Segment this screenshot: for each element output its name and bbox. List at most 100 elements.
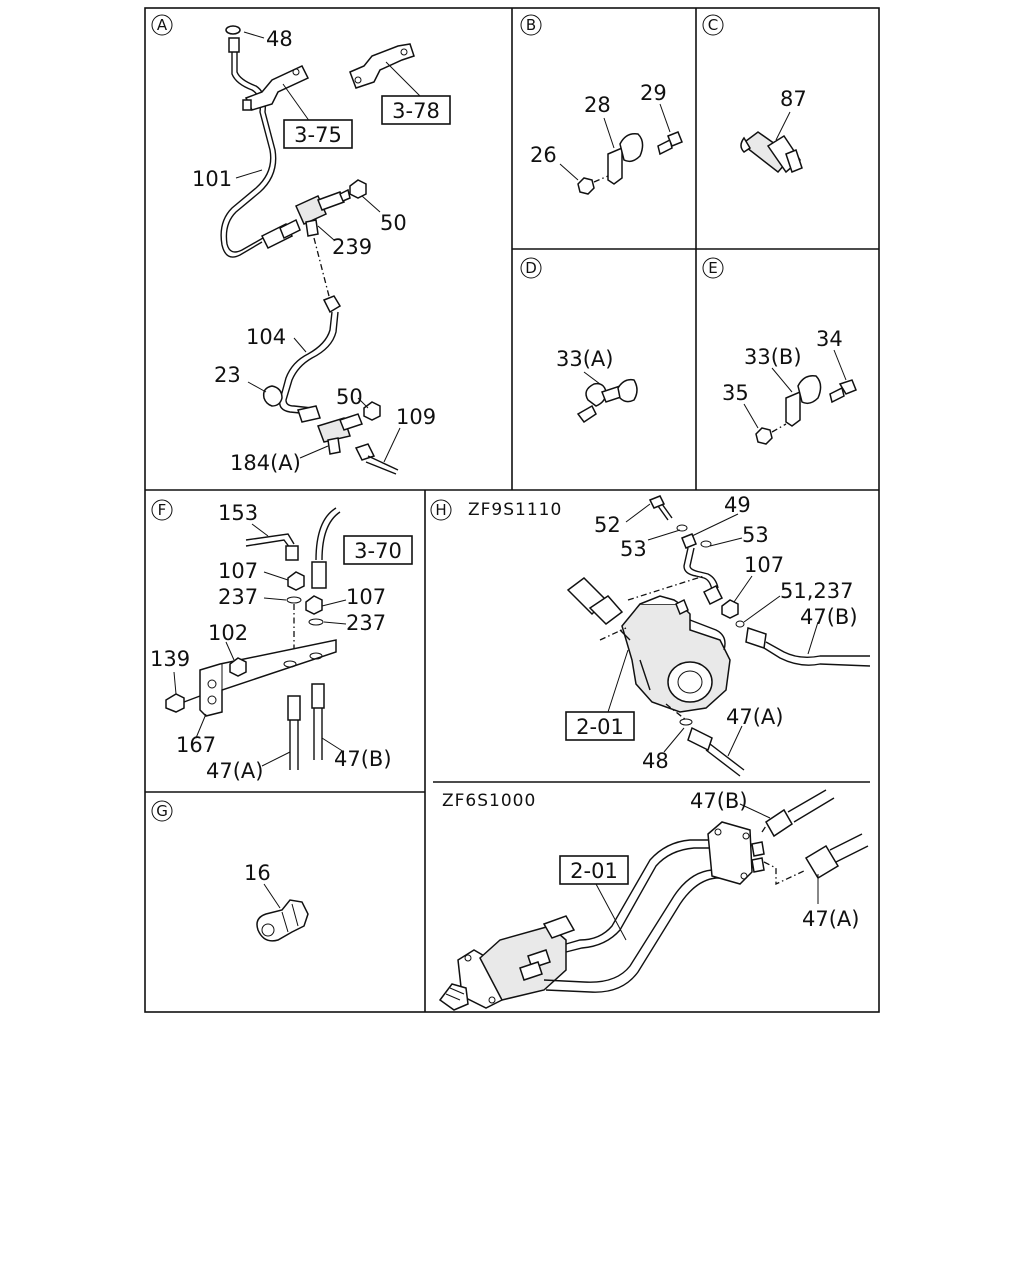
label-107-right: 107	[346, 585, 386, 609]
svg-text:H: H	[435, 501, 446, 519]
label-153: 153	[218, 501, 258, 525]
panel-e: E 33(B) 34 35	[702, 257, 857, 445]
label-87: 87	[780, 87, 807, 111]
label-48: 48	[266, 27, 293, 51]
pipe-49	[683, 547, 713, 591]
ref-box-2-01-lower	[559, 855, 629, 885]
svg-text:D: D	[525, 259, 537, 277]
panel-letter-a: A	[151, 14, 173, 36]
panel-h: H ZF9S1110	[430, 493, 871, 777]
label-47a-lower: 47(A)	[802, 907, 859, 931]
cable-47a-fitting	[687, 726, 713, 752]
bolt-52	[648, 495, 666, 509]
cable-47b-fitting	[311, 683, 325, 709]
diagram-frame	[144, 7, 880, 1013]
label-33b: 33(B)	[744, 345, 802, 369]
label-239: 239	[332, 235, 372, 259]
hose-3-70	[315, 507, 337, 561]
bracket-33b	[785, 390, 801, 427]
nut-107	[721, 599, 739, 619]
ref-3-78: 3-78	[392, 99, 440, 123]
label-107-left: 107	[218, 559, 258, 583]
svg-text:A: A	[157, 16, 168, 34]
svg-text:F: F	[158, 501, 167, 519]
manifold-block	[707, 821, 753, 885]
nut-50-upper	[349, 179, 367, 199]
pipe-49-end	[681, 533, 697, 549]
label-29: 29	[640, 81, 667, 105]
panel-c: C 87	[702, 14, 807, 174]
bolt-29	[667, 131, 683, 147]
label-26: 26	[530, 143, 557, 167]
actuator-cylinder	[479, 925, 567, 1001]
panel-letter-d: D	[520, 257, 542, 279]
fitting-top	[228, 37, 240, 53]
model-code-zf6s1000: ZF6S1000	[442, 791, 536, 811]
label-48: 48	[642, 749, 669, 773]
panel-letter-g: G	[151, 800, 173, 822]
panel-g: G 16	[151, 800, 309, 942]
svg-text:E: E	[708, 259, 717, 277]
cable-47a	[705, 743, 745, 777]
label-47b: 47(B)	[800, 605, 858, 629]
ref-box-3-75	[283, 119, 353, 149]
ref-2-01-lower: 2-01	[570, 859, 618, 883]
label-102: 102	[208, 621, 248, 645]
cable-47b	[313, 708, 323, 760]
cable-47a-fitting	[287, 695, 301, 721]
ref-3-75: 3-75	[294, 123, 342, 147]
svg-text:G: G	[156, 802, 168, 820]
washer-48	[225, 25, 241, 35]
label-49: 49	[724, 493, 751, 517]
clamp-33b	[797, 374, 822, 405]
washer-48-h	[679, 718, 693, 726]
washer-237-left	[286, 596, 302, 604]
label-109: 109	[396, 405, 436, 429]
panel-f: F	[150, 499, 413, 783]
nut-50-lower	[363, 401, 381, 421]
svg-text:B: B	[526, 16, 536, 34]
panel-letter-h: H	[430, 499, 452, 521]
nut-107-left	[287, 571, 305, 591]
hose-47b	[763, 641, 871, 667]
model-code-zf9s1110: ZF9S1110	[468, 500, 562, 520]
valve-cap	[667, 661, 713, 703]
label-47a: 47(A)	[206, 759, 263, 783]
bracket-3-78	[349, 43, 415, 89]
label-50-upper: 50	[380, 211, 407, 235]
washer-237-right	[308, 618, 324, 626]
label-101: 101	[192, 167, 232, 191]
cable-47a	[289, 720, 299, 770]
label-23: 23	[214, 363, 241, 387]
label-237-right: 237	[346, 611, 386, 635]
label-107: 107	[744, 553, 784, 577]
hose-47b-fitting-lower	[765, 808, 793, 838]
bolt-34	[838, 379, 857, 395]
label-52: 52	[594, 513, 621, 537]
label-184a: 184(A)	[230, 451, 301, 475]
hose-47a-fitting-lower	[804, 844, 840, 880]
hose-47b-lower	[787, 789, 835, 823]
panel-letter-e: E	[702, 257, 724, 279]
clip-16	[256, 899, 309, 942]
nut-102	[229, 657, 247, 677]
nut-35	[755, 427, 773, 445]
washer-53-a	[676, 524, 688, 532]
panel-letter-f: F	[151, 499, 173, 521]
panel-letter-c: C	[702, 14, 724, 36]
bolt-139	[165, 693, 185, 713]
ref-box-3-78	[381, 95, 451, 125]
label-33a: 33(A)	[556, 347, 613, 371]
label-47a: 47(A)	[726, 705, 783, 729]
label-53-a: 53	[620, 537, 647, 561]
pipe-101	[220, 52, 272, 258]
panel-d: D 33(A)	[520, 257, 638, 424]
label-167: 167	[176, 733, 216, 757]
pipe-153	[245, 533, 295, 545]
panel-a: A	[151, 14, 451, 475]
label-104: 104	[246, 325, 286, 349]
label-51-237: 51,237	[780, 579, 853, 603]
label-237-left: 237	[218, 585, 258, 609]
ref-2-01: 2-01	[576, 715, 624, 739]
panel-b: B 28 29 26	[520, 14, 683, 195]
